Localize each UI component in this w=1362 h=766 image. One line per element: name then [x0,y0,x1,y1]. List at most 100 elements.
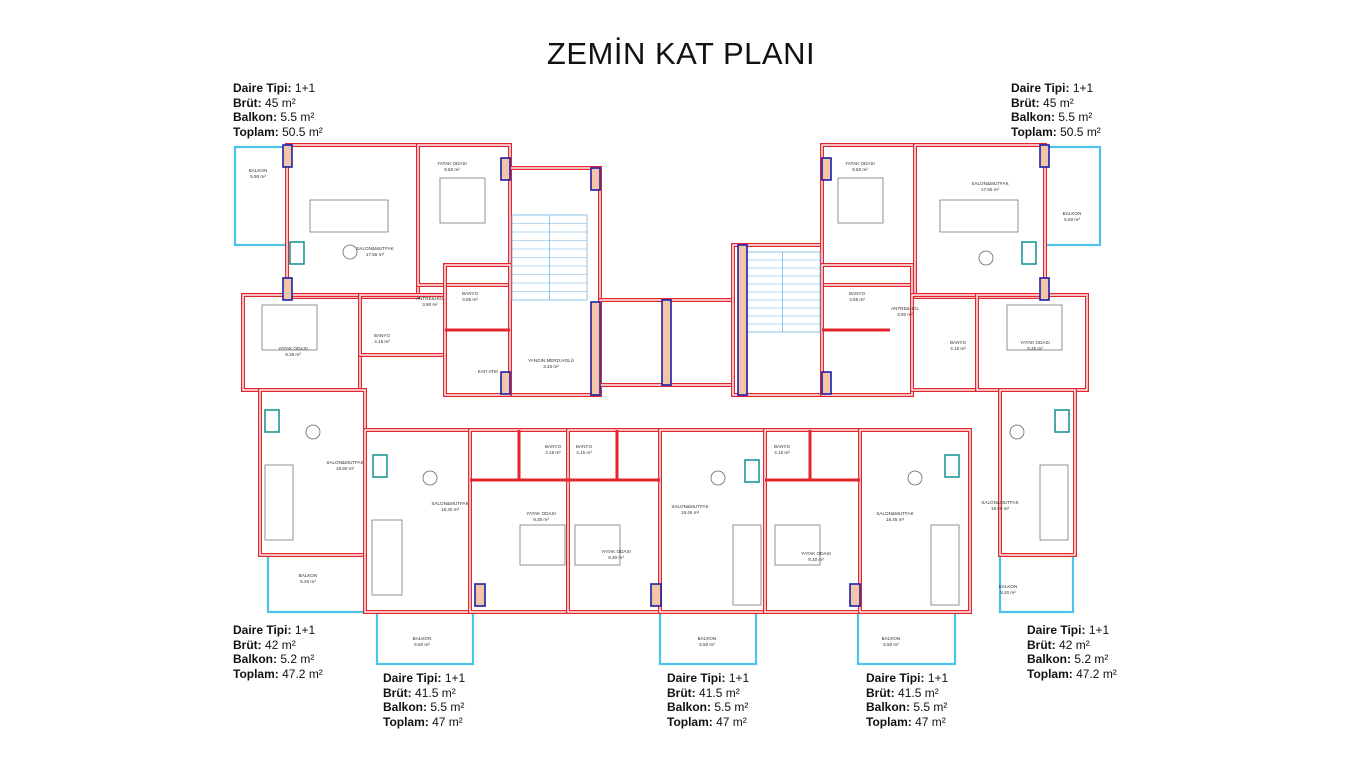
room-area: 9.50 m² [852,167,868,172]
bed [439,177,486,224]
room-name: BANYO [576,444,593,449]
room-name: BALKON [1063,211,1082,216]
dining-table [422,470,438,486]
dining-table [907,470,923,486]
unit-info-type: Daire Tipi: 1+1 [233,81,323,96]
wall-inner [364,429,471,613]
room-name: YANGIN MERD.HOLÜ [528,357,574,363]
room-name: BALKON [299,573,318,578]
room-area: 5.20 m² [300,579,316,584]
info-label: Brüt: [233,95,262,110]
info-value: 47.2 m² [1076,666,1117,681]
column [821,371,832,395]
info-value: 41.5 m² [415,685,456,700]
room-area: 4.15 m² [774,450,790,455]
room-area: 17.55 m² [366,252,385,257]
wall [241,293,362,392]
info-label: Balkon: [866,700,911,714]
info-value: 5.2 m² [1074,652,1109,666]
sofa [309,199,389,233]
wall-inner [259,389,366,556]
wall [858,428,972,614]
wall [566,428,662,614]
room-name: BANYO [545,444,562,449]
unit-info-total: Toplam: 47 m² [866,715,948,730]
dining-table [710,470,726,486]
column [282,277,293,301]
room-name: YATAK ODASI [526,511,556,516]
wall [658,428,767,614]
room-area: 17.55 m² [981,187,1000,192]
wall-inner [286,144,419,298]
column [661,299,672,386]
info-label: Daire Tipi: [233,81,292,95]
unit-info-balcony: Balkon: 5.2 m² [233,652,323,667]
room-name: YATAK ODASI [278,346,308,351]
room-name: BALKON [999,584,1018,589]
room-area: 4.15 m² [545,450,561,455]
info-value: 1+1 [294,623,316,637]
balcony-outline [266,553,367,614]
page-title: ZEMİN KAT PLANI [546,36,816,71]
room-area: 3.90 m² [422,302,438,307]
info-label: Brüt: [383,685,412,700]
info-label: Brüt: [1027,637,1056,652]
unit-info-type: Daire Tipi: 1+1 [667,671,749,686]
info-label: Daire Tipi: [1011,81,1070,95]
room-area: 9.30 m² [533,517,549,522]
kitchen-counter [372,454,388,478]
unit-info-type: Daire Tipi: 1+1 [233,623,323,638]
kitchen-counter [264,409,280,433]
info-value: 47 m² [915,714,946,729]
room-area: 5.50 m² [1064,217,1080,222]
room-area: 5.20 m² [1000,590,1016,595]
room-area: 18.45 m² [441,507,460,512]
balcony-outline [233,145,289,247]
sofa [371,519,403,596]
kitchen-counter [744,459,760,483]
room-area: 9.30 m² [808,557,824,562]
info-value: 1+1 [1072,81,1094,95]
info-value: 5.5 m² [430,700,465,714]
unit-info-total: Toplam: 47.2 m² [1027,667,1117,682]
info-value: 1+1 [927,671,949,685]
room-name: BALKON [698,636,717,641]
wall [258,388,367,557]
room-name: BANYO [374,333,391,338]
unit-info-gross: Brüt: 45 m² [1011,96,1101,111]
info-label: Brüt: [233,637,262,652]
unit-info-balcony: Balkon: 5.5 m² [667,700,749,715]
unit-info-type: Daire Tipi: 1+1 [866,671,948,686]
bed [261,304,318,351]
info-value: 47.2 m² [282,666,323,681]
info-value: 5.5 m² [280,110,315,124]
kitchen-counter [289,241,305,265]
room-name: YATAK ODASI [437,161,467,166]
unit-info-total: Toplam: 47.2 m² [233,667,323,682]
info-label: Daire Tipi: [233,623,292,637]
unit-info-type: Daire Tipi: 1+1 [1027,623,1117,638]
balcony-outline [1043,145,1102,247]
bed [774,524,821,566]
room-area: 9.35 m² [285,352,301,357]
unit-info-total: Toplam: 50.5 m² [233,125,323,140]
info-value: 5.5 m² [1058,110,1093,124]
column [282,144,293,168]
room-name: ANTRE&HOL [891,306,920,311]
info-value: 41.5 m² [699,685,740,700]
info-value: 1+1 [294,81,316,95]
room-area: 5.50 m² [699,642,715,647]
